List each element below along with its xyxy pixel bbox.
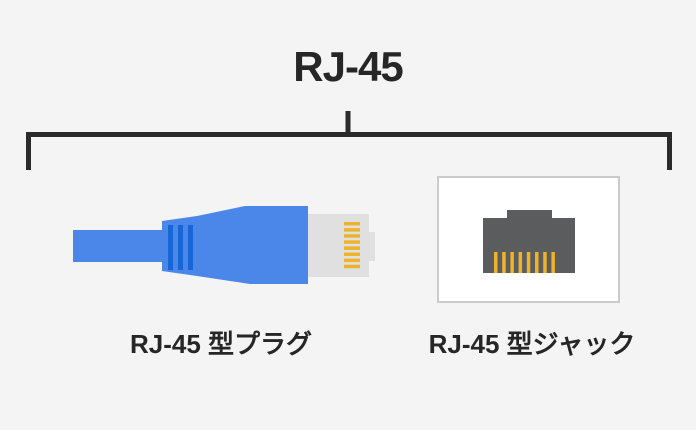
bracket-right-tick — [667, 132, 672, 170]
bracket-stem — [345, 111, 351, 134]
rj45-jack-illustration — [482, 209, 575, 273]
plug-latch-tab — [369, 232, 375, 261]
bracket-left-tick — [26, 132, 31, 170]
jack-panel — [437, 176, 620, 303]
jack-top-tab — [506, 209, 552, 218]
grouping-bracket — [26, 111, 672, 170]
diagram-title: RJ-45 — [293, 43, 403, 90]
rj45-plug-illustration — [73, 206, 375, 284]
plug-contacts — [344, 222, 360, 269]
plug-body — [197, 206, 308, 284]
plug-boot-ridges — [168, 225, 193, 270]
plug-cable — [73, 230, 169, 262]
jack-label: RJ-45 型ジャック — [428, 329, 636, 359]
bracket-bar — [26, 132, 672, 137]
plug-label: RJ-45 型プラグ — [129, 329, 313, 359]
jack-contacts — [493, 251, 555, 273]
